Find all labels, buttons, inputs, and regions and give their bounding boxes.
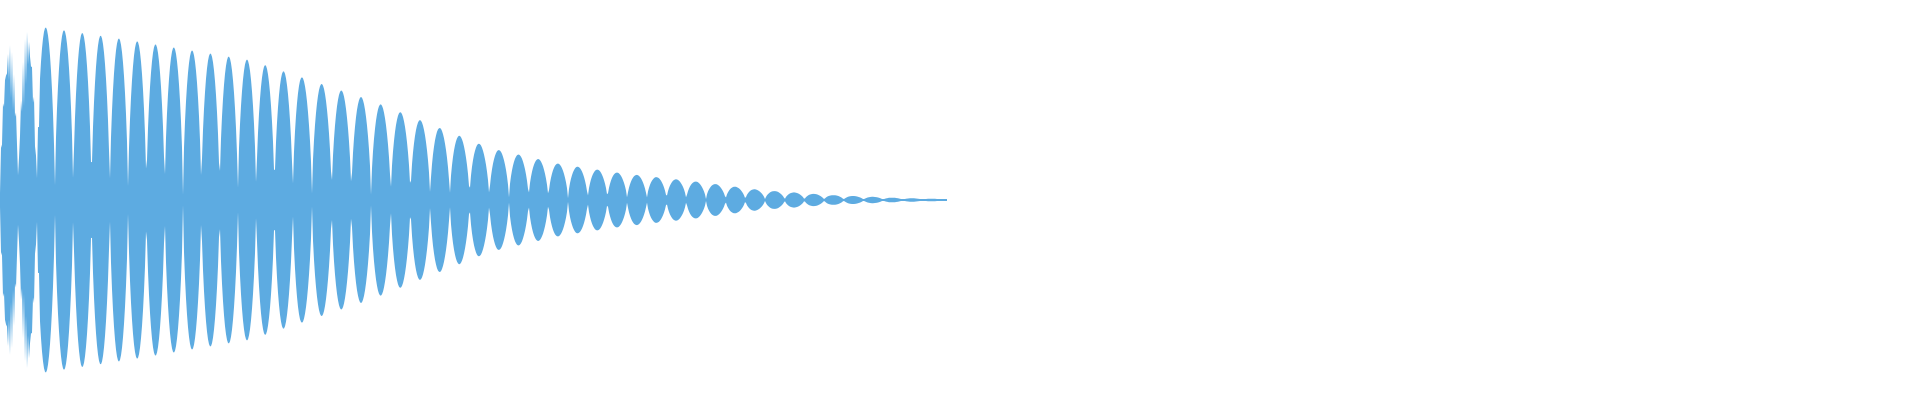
waveform-shape — [0, 27, 947, 373]
